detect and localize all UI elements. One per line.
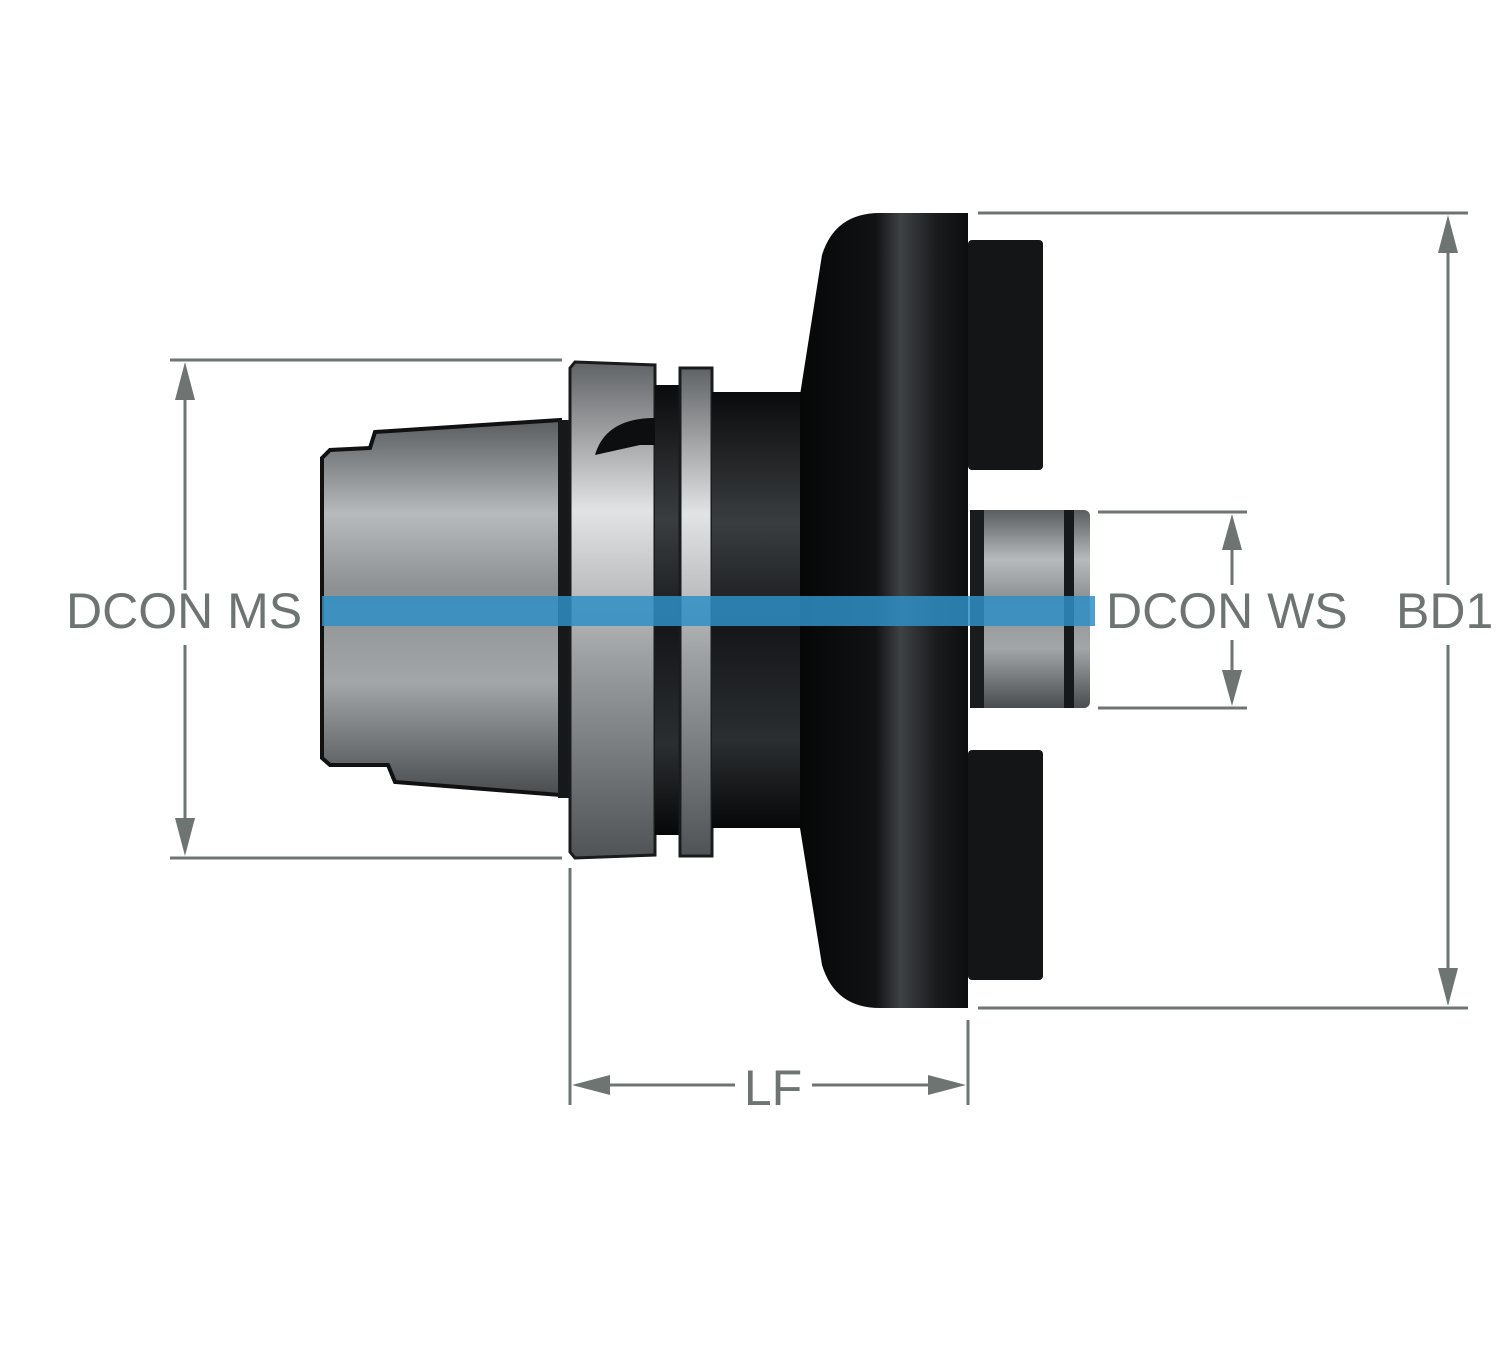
dcon-ws-label: DCON WS (1106, 583, 1348, 639)
drive-key-top (968, 240, 1043, 470)
lf-dimension (568, 868, 970, 1105)
lf-label: LF (744, 1060, 802, 1116)
dcon-ms-label: DCON MS (66, 583, 302, 639)
dcon-ms-dimension (170, 358, 562, 860)
bd1-label: BD1 (1396, 583, 1493, 639)
drive-key-bottom (968, 750, 1043, 980)
axis-band (322, 596, 1095, 626)
dcon-ws-dimension (1098, 510, 1247, 710)
bd1-dimension (978, 211, 1468, 1010)
